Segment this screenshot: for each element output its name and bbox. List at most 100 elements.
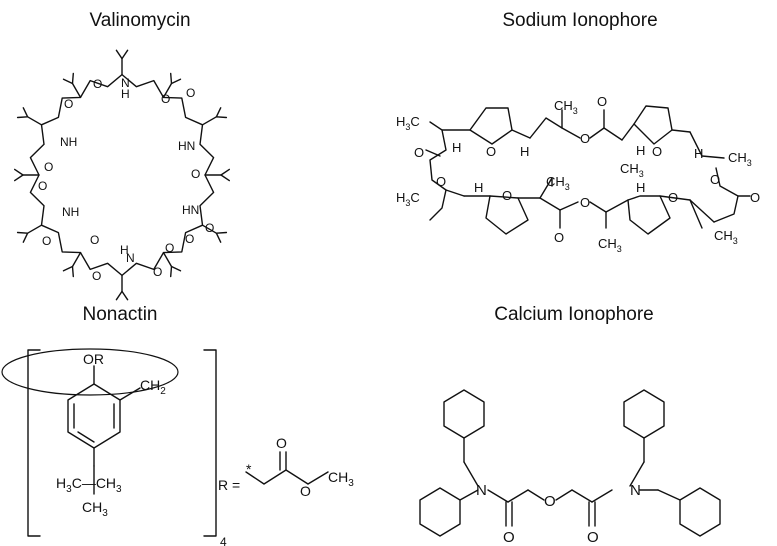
sodium-label-h3c-top: H3C — [396, 114, 420, 132]
valinomycin-labels: NH HN NH HN N H N H O O O O O O O O O O … — [38, 76, 214, 283]
sodium-label-h3c-bottom: H3C — [396, 190, 420, 208]
sodium-label-h-2: H — [520, 144, 529, 159]
valino-label-o-10: O — [90, 233, 99, 247]
nonactin-label-o-carbonyl: O — [276, 435, 287, 451]
calcium-ionophore-panel: Calcium Ionophore — [390, 290, 777, 546]
valino-label-o-6: O — [191, 167, 200, 181]
valino-label-o-2: O — [93, 77, 102, 91]
nonactin-label-or: OR — [83, 351, 104, 367]
valino-side-chain — [201, 116, 228, 126]
sodium-labels: H3C O O H3C H O H CH3 O O H CH3 O H CH3 … — [396, 94, 760, 254]
valino-side-branch — [215, 231, 228, 234]
valino-label-o-5: O — [44, 160, 53, 174]
calcium-label-n-left: N — [476, 482, 487, 499]
sodium-ionophore-title: Sodium Ionophore — [502, 10, 658, 31]
sodium-label-o-carbonyl-left: O — [414, 145, 424, 160]
sodium-label-o-ester-right: O — [710, 172, 720, 187]
valino-side-chain — [204, 174, 231, 182]
valino-label-o-14: O — [185, 232, 194, 246]
nonactin-label-star: * — [246, 461, 252, 477]
calcium-label-o-carbonyl-left: O — [503, 529, 515, 546]
valino-label-o-11: O — [92, 269, 101, 283]
valino-side-branch — [115, 49, 123, 60]
valinomycin-title: Valinomycin — [89, 10, 191, 31]
valino-side-chain — [162, 251, 173, 278]
valino-side-branch — [16, 116, 29, 119]
nonactin-label-tbutyl: H3C—CH3 — [56, 475, 122, 495]
sodium-label-ch3-bottom-right: CH3 — [714, 228, 738, 246]
valino-label-o-4: O — [186, 86, 195, 100]
sodium-label-h-5: H — [474, 180, 483, 195]
calcium-label-o-ether: O — [544, 493, 556, 510]
nonactin-structure: OR CH2 H3C—CH3 CH3 4 R = * O O CH3 — [1, 348, 354, 546]
valino-side-branch — [121, 290, 129, 301]
valino-side-branch — [220, 168, 231, 176]
sodium-label-o-ester-left: O — [436, 174, 446, 189]
calcium-label-n-right: N — [630, 482, 641, 499]
valino-label-nh-1: NH — [60, 135, 77, 149]
valino-label-o-3: O — [161, 92, 170, 106]
nonactin-title: Nonactin — [82, 304, 158, 325]
valino-side-branch — [215, 107, 222, 118]
valino-label-o-9: O — [42, 234, 51, 248]
nonactin-skeleton — [1, 348, 329, 537]
sodium-label-ch3-right: CH3 — [728, 150, 752, 168]
sodium-skeleton — [425, 105, 751, 235]
sodium-ionophore-structure: H3C O O H3C H O H CH3 O O H CH3 O H CH3 … — [396, 94, 760, 254]
valino-side-branch — [169, 72, 173, 85]
calcium-skeleton — [419, 389, 721, 537]
valino-label-o-1: O — [64, 97, 73, 111]
sodium-label-o-carbonyl-bottom: O — [554, 230, 564, 245]
nonactin-label-ch2: CH2 — [140, 377, 166, 397]
valino-label-h-bottom: H — [120, 243, 129, 257]
sodium-label-h-4: H — [694, 146, 703, 161]
sodium-label-o-carbonyl-right: O — [750, 190, 760, 205]
valino-label-o-8: O — [205, 221, 214, 235]
valino-side-chain — [13, 168, 40, 176]
nonactin-labels: OR CH2 H3C—CH3 CH3 4 R = * O O CH3 — [56, 351, 354, 546]
sodium-label-o-carbonyl-top: O — [597, 94, 607, 109]
calcium-labels: N N O O O — [476, 482, 641, 546]
sodium-label-ch3-top-2: CH3 — [620, 161, 644, 179]
valino-label-o-13: O — [153, 265, 162, 279]
nonactin-label-ch3-bottom: CH3 — [82, 499, 108, 519]
valino-side-branch — [71, 265, 75, 278]
valinomycin-structure: NH HN NH HN N H N H O O O O O O O O O O … — [13, 49, 231, 301]
nonactin-label-o-ester: O — [300, 483, 311, 499]
valino-label-hn-1: HN — [178, 139, 195, 153]
calcium-label-o-carbonyl-right: O — [587, 529, 599, 546]
nonactin-label-r-equals: R = — [218, 477, 240, 493]
sodium-label-h-3: H — [636, 143, 645, 158]
sodium-label-o-thf-2: O — [652, 144, 662, 159]
sodium-label-o-thf-1: O — [486, 144, 496, 159]
valino-label-n-top: N — [121, 76, 130, 90]
valino-side-branch — [22, 232, 29, 243]
sodium-label-ch3-top-1: CH3 — [554, 98, 578, 116]
sodium-label-ch3-bottom-2: CH3 — [598, 236, 622, 254]
valino-side-chain — [71, 72, 82, 99]
nonactin-label-subscript-4: 4 — [220, 535, 227, 546]
valinomycin-ring — [13, 49, 231, 301]
valino-side-branch — [13, 174, 24, 182]
valino-label-o-7: O — [38, 179, 47, 193]
sodium-label-h-1: H — [452, 140, 461, 155]
calcium-ionophore-structure: N N O O O — [419, 389, 721, 546]
sodium-label-h-6: H — [636, 180, 645, 195]
valino-side-chain — [121, 49, 129, 76]
sodium-label-o-ester-top: O — [580, 131, 590, 146]
sodium-ionophore-panel: Sodium Ionophore — [390, 0, 777, 290]
sodium-label-o-ester-bottom: O — [580, 195, 590, 210]
valinomycin-panel: Valinomycin NH HN NH HN N H N H O O O O … — [0, 0, 380, 301]
valino-label-h-top: H — [121, 87, 130, 101]
sodium-label-o-thf-4: O — [668, 190, 678, 205]
valino-label-hn-2: HN — [182, 203, 199, 217]
valino-side-chain — [16, 224, 43, 234]
valino-label-o-12: O — [165, 241, 174, 255]
nonactin-panel: Nonactin OR CH2 H3C—CH3 CH3 — [0, 290, 380, 546]
calcium-ionophore-title: Calcium Ionophore — [494, 304, 654, 325]
sodium-label-ch3-bottom-1: CH3 — [546, 174, 570, 192]
valino-label-nh-2: NH — [62, 205, 79, 219]
valino-label-n-bottom: N — [126, 251, 135, 265]
nonactin-label-ch3-ethyl: CH3 — [328, 469, 354, 489]
valino-side-branch — [170, 265, 182, 272]
